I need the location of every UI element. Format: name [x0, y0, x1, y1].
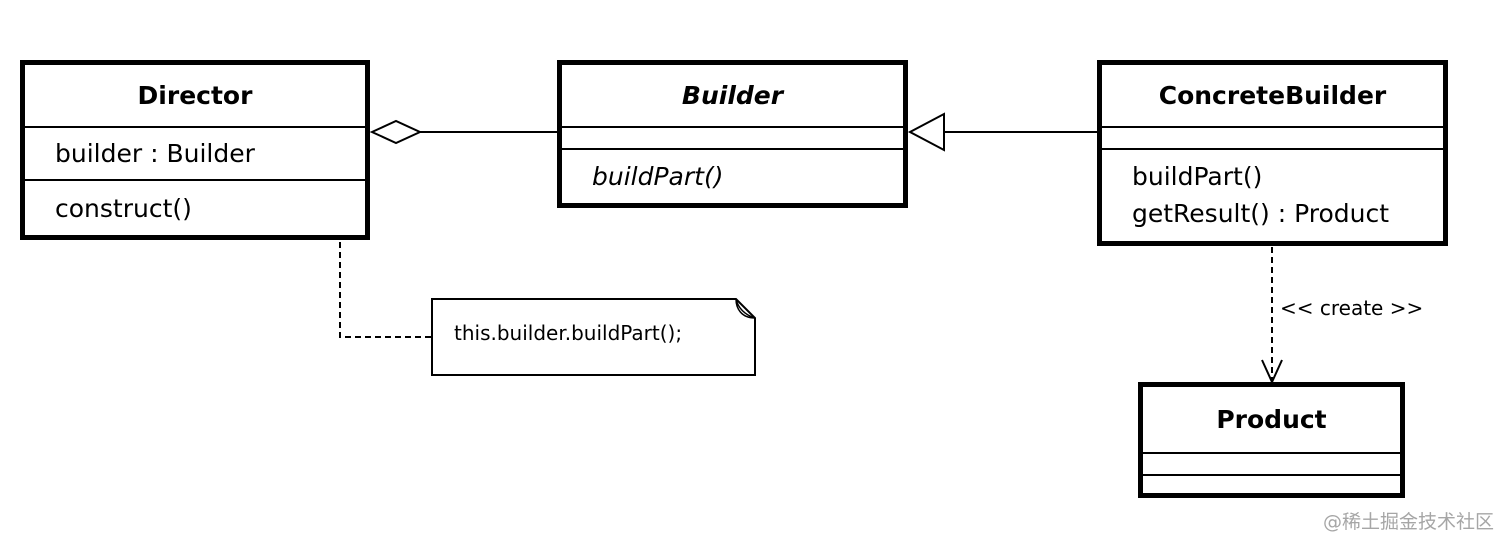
director-attribute: builder : Builder [55, 139, 255, 168]
concrete-builder-class-name: ConcreteBuilder [1102, 65, 1443, 128]
director-class: Director builder : Builder construct() [20, 60, 370, 240]
builder-operations: buildPart() [562, 150, 903, 195]
note-shape [431, 298, 756, 376]
director-class-name: Director [25, 65, 365, 128]
create-stereotype-label: << create >> [1280, 296, 1424, 320]
director-attributes: builder : Builder [25, 128, 365, 181]
note-connector [339, 222, 432, 338]
builder-attributes [562, 128, 903, 150]
director-operations: construct() [25, 181, 365, 227]
concrete-builder-operation: buildPart() [1132, 162, 1263, 191]
note-fold [735, 298, 756, 319]
builder-class: Builder buildPart() [557, 60, 908, 208]
watermark: @稀土掘金技术社区 [1322, 511, 1494, 533]
aggregation-diamond [369, 119, 423, 145]
note-text: this.builder.buildPart(); [454, 321, 683, 345]
product-attributes [1143, 454, 1400, 476]
director-operation: construct() [55, 194, 192, 223]
builder-class-name: Builder [562, 65, 903, 128]
concrete-builder-attributes [1102, 128, 1443, 150]
generalization-arrowhead [907, 112, 945, 152]
concrete-builder-operation: getResult() : Product [1132, 199, 1390, 228]
product-class-name: Product [1143, 387, 1400, 454]
builder-operation: buildPart() [592, 162, 724, 191]
product-class: Product [1138, 382, 1405, 498]
concrete-builder-operations: buildPart() getResult() : Product [1102, 150, 1443, 232]
concrete-builder-class: ConcreteBuilder buildPart() getResult() … [1097, 60, 1448, 246]
